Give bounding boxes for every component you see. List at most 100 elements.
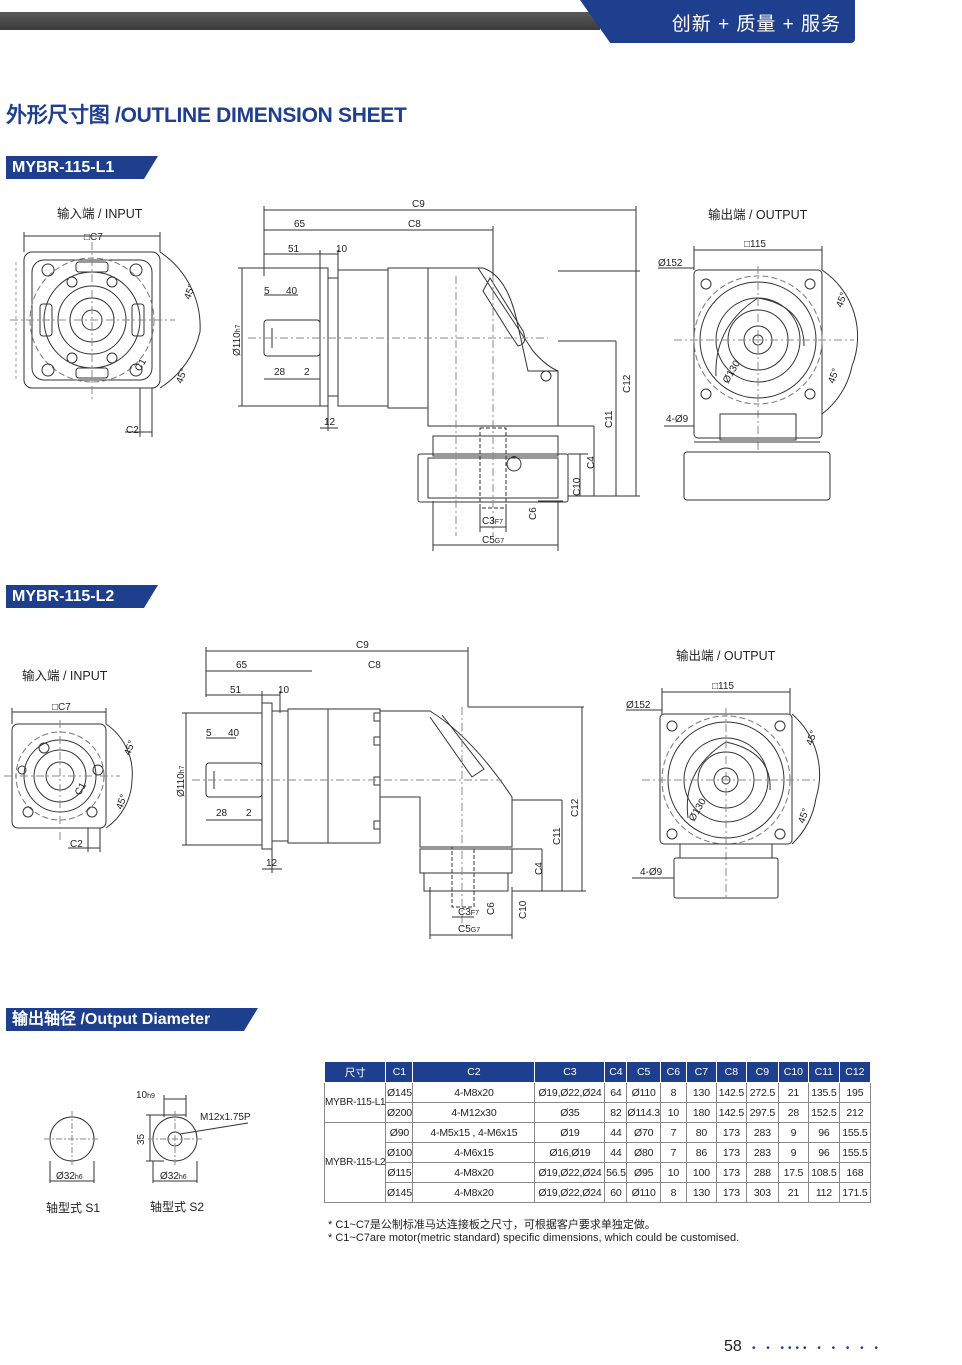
table-cell: Ø70 — [626, 1122, 661, 1143]
table-cell: 130 — [685, 1082, 717, 1103]
l2-input-view-drawing: □C7 C2 C1 45° 45° — [4, 702, 138, 852]
th-c10: C10 — [777, 1061, 809, 1083]
header-bar — [0, 12, 600, 30]
table-cell: 155.5 — [838, 1142, 871, 1163]
output-view-label-l1: 输出端 / OUTPUT — [708, 208, 808, 222]
l1-c4-dim: C4 — [586, 456, 597, 469]
table-cell: 7 — [659, 1142, 687, 1163]
l1-output-view-drawing: □115 Ø152 Ø130 4-Ø9 45° 45° — [658, 239, 859, 501]
page-number: 58 — [724, 1338, 742, 1355]
table-cell: 17.5 — [777, 1162, 809, 1183]
l1-out-deg45-a: 45° — [834, 291, 850, 309]
page-dots: • • •••• • • • • • — [752, 1343, 882, 1354]
table-cell: 8 — [659, 1082, 687, 1103]
l1-c11-dim: C11 — [604, 410, 615, 428]
l2-c8-dim: C8 — [368, 660, 381, 671]
th-size: 尺寸 — [323, 1061, 387, 1083]
table-cell: 96 — [807, 1142, 840, 1163]
l1-d152: Ø152 — [658, 258, 683, 269]
table-row: Ø100 4-M6x15 Ø16,Ø19 44 Ø80 7 86 173 283… — [325, 1142, 871, 1163]
table-cell: 142.5 — [715, 1102, 747, 1123]
l2-c10-dim: C10 — [518, 900, 529, 919]
shaft-s2-label: 轴型式 S2 — [150, 1200, 205, 1214]
shaft-s2-drawing: 10h9 35 M12x1.75P Ø32h6 — [136, 1090, 251, 1183]
l2-d40: 40 — [228, 728, 240, 739]
l1-d28: 28 — [274, 367, 286, 378]
table-cell: Ø90 — [385, 1122, 414, 1143]
table-row: Ø200 4-M12x30 Ø35 82 Ø114.3 10 180 142.5… — [325, 1102, 871, 1123]
s1-d32: Ø32h6 — [56, 1171, 83, 1182]
l2-d12: 12 — [266, 858, 278, 869]
input-view-label-l2: 输入端 / INPUT — [22, 669, 108, 683]
l1-sq115: □115 — [744, 239, 766, 250]
table-cell: 80 — [685, 1122, 717, 1143]
table-row: Ø145 4-M8x20 Ø19,Ø22,Ø24 60 Ø110 8 130 1… — [325, 1182, 871, 1203]
table-cell: 142.5 — [715, 1082, 747, 1103]
section-badge-output-diameter: 输出轴径 /Output Diameter — [6, 1008, 258, 1031]
l2-d51: 51 — [230, 685, 242, 696]
table-cell: 195 — [838, 1082, 871, 1103]
s2-thread: M12x1.75P — [200, 1112, 251, 1123]
table-cell: 100 — [685, 1162, 717, 1183]
table-cell: Ø95 — [626, 1162, 661, 1183]
table-cell: 283 — [745, 1142, 779, 1163]
table-cell: 9 — [777, 1142, 809, 1163]
l2-c7-dim: □C7 — [52, 702, 71, 713]
table-cell: 283 — [745, 1122, 779, 1143]
l1-c12-dim: C12 — [622, 374, 633, 393]
table-cell: Ø114.3 — [626, 1102, 661, 1123]
l1-d40: 40 — [286, 286, 298, 297]
table-cell: 4-M5x15 , 4-M6x15 — [412, 1122, 536, 1143]
l2-sq115: □115 — [712, 681, 734, 692]
table-cell: 44 — [604, 1122, 628, 1143]
table-cell: 173 — [715, 1162, 747, 1183]
table-cell: 4-M12x30 — [412, 1102, 536, 1123]
l2-out-deg45-a: 45° — [804, 729, 820, 747]
model-cell-l2: MYBR-115-L2 — [323, 1122, 387, 1203]
th-c5: C5 — [626, 1061, 661, 1083]
table-cell: Ø110 — [626, 1082, 661, 1103]
l1-holes: 4-Ø9 — [666, 414, 689, 425]
table-cell: Ø115 — [385, 1162, 414, 1183]
l2-d5: 5 — [206, 728, 212, 739]
table-row: MYBR-115-L1 Ø145 4-M8x20 Ø19,Ø22,Ø24 64 … — [323, 1082, 871, 1123]
shaft-s1-label: 轴型式 S1 — [46, 1201, 101, 1215]
output-view-label-l2: 输出端 / OUTPUT — [676, 649, 776, 663]
l2-d28: 28 — [216, 808, 228, 819]
table-cell: 21 — [777, 1082, 809, 1103]
th-c1: C1 — [385, 1061, 414, 1083]
table-cell: 171.5 — [838, 1182, 871, 1203]
l2-c6-dim: C6 — [486, 902, 497, 915]
table-cell: Ø100 — [385, 1142, 414, 1163]
s2-key35: 35 — [136, 1133, 147, 1145]
table-cell: 272.5 — [745, 1082, 779, 1103]
table-cell: 108.5 — [807, 1162, 840, 1183]
table-cell: 112 — [807, 1182, 840, 1203]
note-chinese: * C1~C7是公制标准马达连接板之尺寸，可根据客户要求单独定做。 — [328, 1219, 656, 1231]
shaft-s1-drawing: Ø32h6 — [44, 1111, 100, 1183]
l1-d10: 10 — [336, 244, 348, 255]
l2-side-view-drawing: C9 C8 65 51 10 5 40 28 2 12 Ø110h7 C12 C… — [176, 640, 586, 939]
table-row: MYBR-115-L2 Ø90 4-M5x15 , 4-M6x15 Ø19 44… — [323, 1122, 871, 1203]
l2-c3-dim: C3F7 — [458, 907, 479, 918]
l1-d5: 5 — [264, 286, 270, 297]
section-badge-l1: MYBR-115-L1 — [6, 156, 158, 179]
table-cell: 82 — [604, 1102, 628, 1123]
l1-d51: 51 — [288, 244, 300, 255]
table-cell: Ø80 — [626, 1142, 661, 1163]
table-cell: 96 — [807, 1122, 840, 1143]
table-cell: 155.5 — [838, 1122, 871, 1143]
page-title: 外形尺寸图 /OUTLINE DIMENSION SHEET — [6, 104, 407, 127]
l2-deg45-b: 45° — [114, 793, 130, 811]
l1-d65: 65 — [294, 219, 306, 230]
l2-d2: 2 — [246, 808, 252, 819]
table-cell: 10 — [659, 1102, 687, 1123]
table-cell: Ø19,Ø22,Ø24 — [534, 1182, 606, 1203]
table-cell: 4-M8x20 — [412, 1082, 536, 1103]
l1-c7-dim: □C7 — [84, 232, 103, 243]
l2-holes: 4-Ø9 — [640, 867, 663, 878]
th-c12: C12 — [838, 1061, 871, 1083]
note-english: * C1~C7are motor(metric standard) specif… — [328, 1232, 740, 1244]
table-cell: Ø110 — [626, 1182, 661, 1203]
s2-d32: Ø32h6 — [160, 1171, 187, 1182]
